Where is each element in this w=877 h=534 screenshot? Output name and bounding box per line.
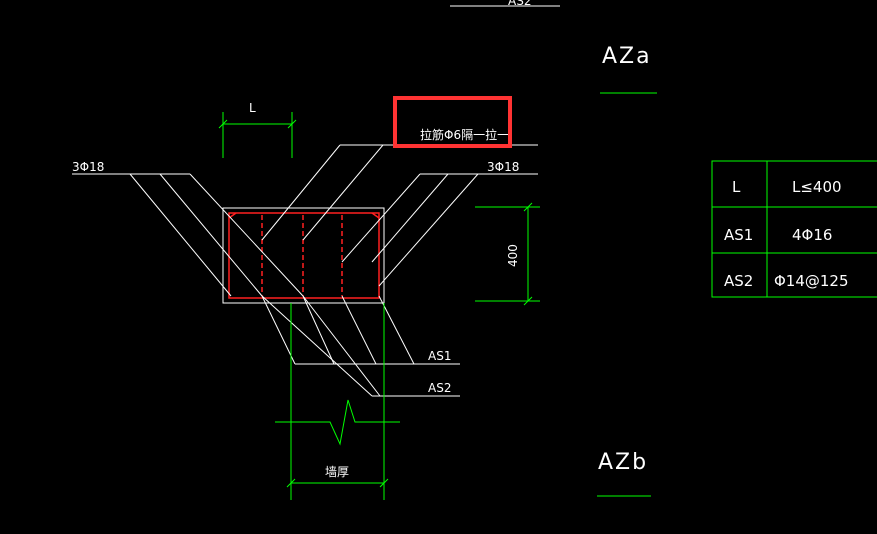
- tie-note-label: 拉筋Φ6隔一拉一: [420, 127, 509, 142]
- leader-right-bars: [341, 173, 538, 287]
- dim-L-label: L: [249, 101, 256, 115]
- left-bars-label: 3Φ18: [72, 160, 104, 174]
- azb-title: AZb: [598, 450, 648, 475]
- column-section: [222, 207, 385, 304]
- as1-label: AS1: [428, 349, 451, 363]
- dim-height-label: 400: [506, 244, 520, 267]
- leader-left-bars: [72, 173, 304, 297]
- table-cell: Φ14@125: [774, 272, 849, 290]
- leader-as1: [261, 295, 460, 365]
- dim-height: [475, 202, 540, 306]
- table-cell: AS2: [724, 272, 753, 290]
- wall-break: [275, 303, 400, 500]
- table-cell: 4Φ16: [792, 226, 832, 244]
- dim-L: [218, 112, 297, 158]
- as2-label: AS2: [428, 381, 451, 395]
- aza-title: AZa: [602, 44, 652, 69]
- table-cell: AS1: [724, 226, 753, 244]
- table-cells: L L≤400 AS1 4Φ16 AS2 Φ14@125: [724, 178, 849, 290]
- table-cell: L: [732, 178, 741, 196]
- leader-as2: [261, 295, 460, 397]
- right-bars-label: 3Φ18: [487, 160, 519, 174]
- rebar-cage: [228, 212, 380, 299]
- spec-table: [711, 160, 877, 298]
- highlight-box: [393, 96, 512, 148]
- wall-label: 墙厚: [325, 465, 349, 479]
- top-cut-label: AS2: [508, 0, 531, 8]
- table-cell: L≤400: [792, 178, 842, 196]
